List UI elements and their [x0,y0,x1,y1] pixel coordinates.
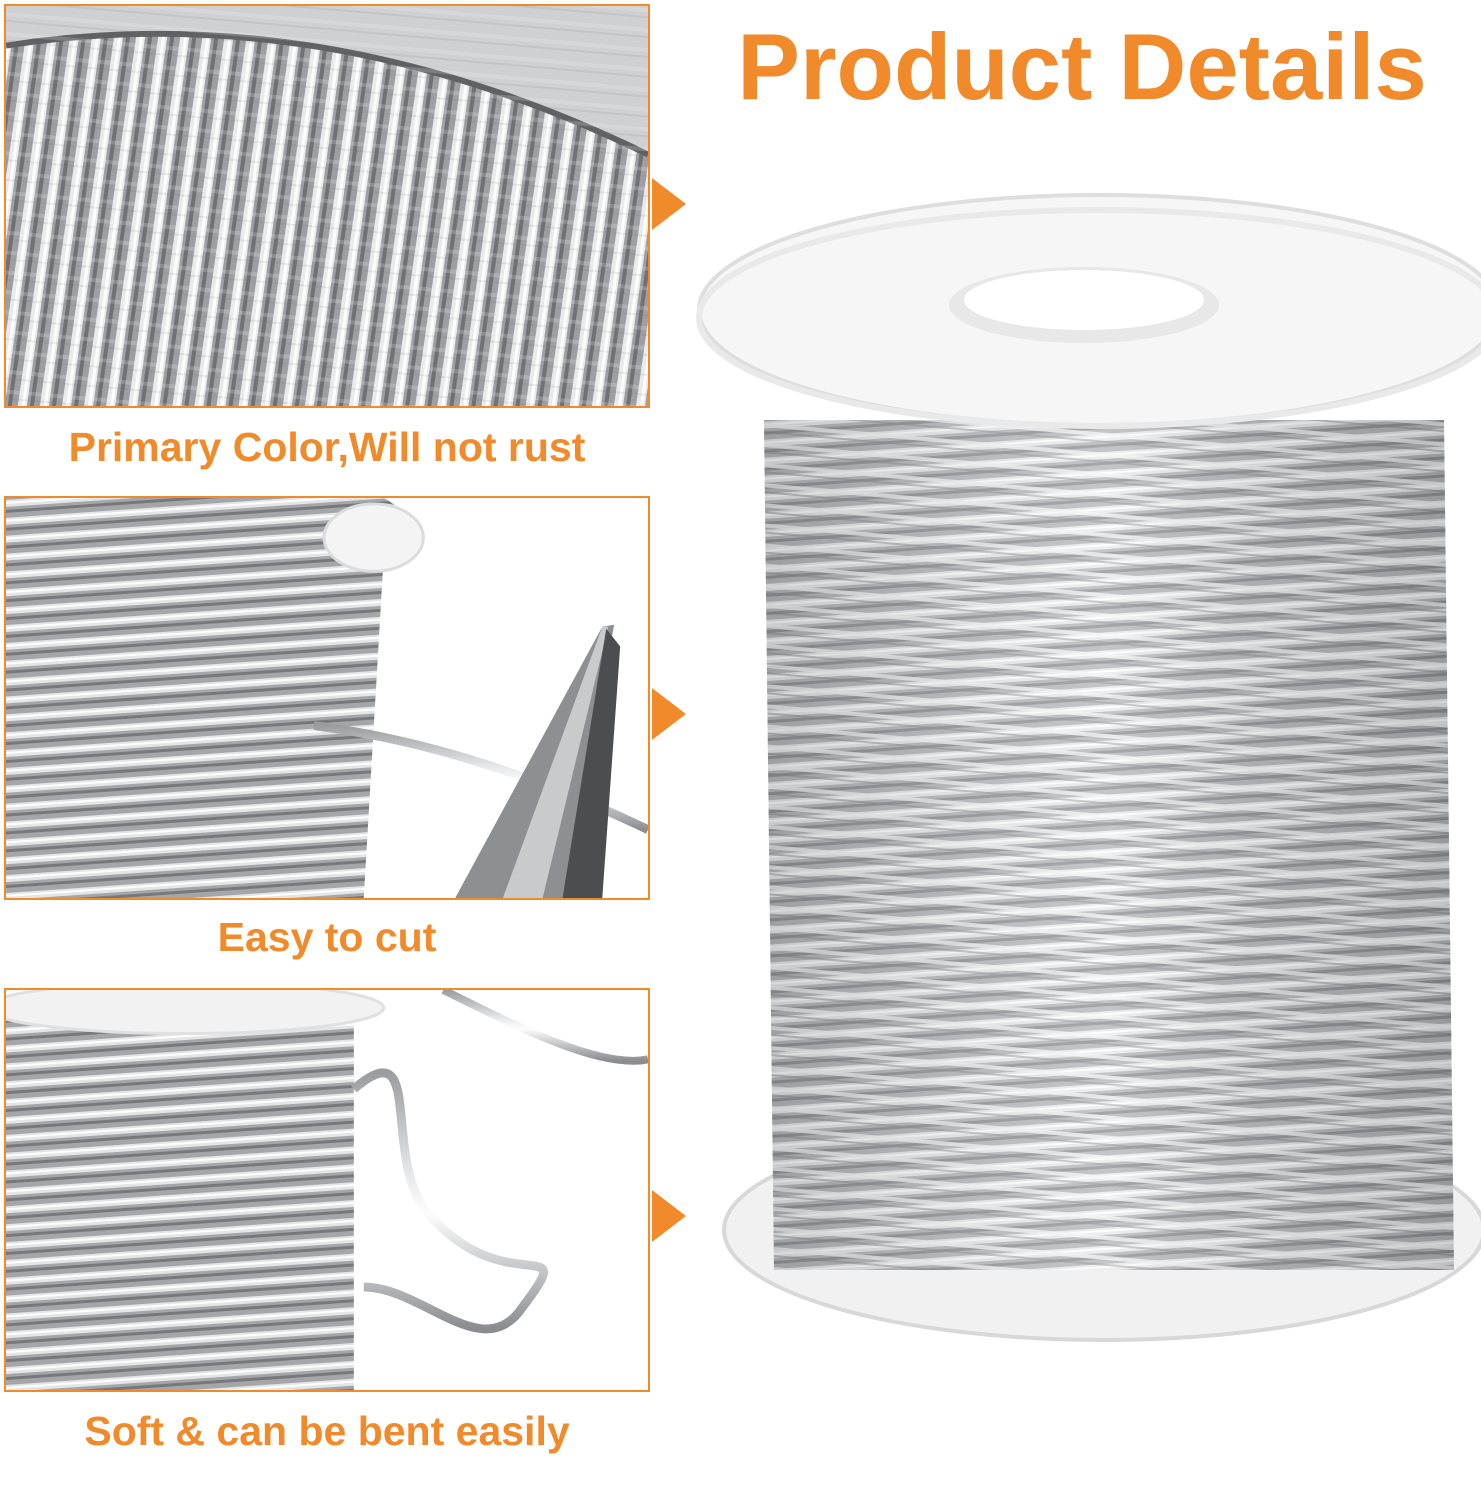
feature-caption-soft-bend: Soft & can be bent easily [84,1408,570,1454]
arrow-right-icon [652,1190,686,1242]
feature-image-coil-closeup [4,4,650,408]
feature-image-bent-wire [4,988,650,1392]
arrow-right-icon [652,178,686,230]
feature-caption-no-rust: Primary Color,Will not rust [68,424,586,470]
page-title: Product Details [737,14,1427,119]
main-wire-spool-image [696,193,1481,1342]
feature-caption-easy-cut: Easy to cut [217,914,437,960]
feature-image-pliers-cut [4,496,650,900]
arrow-right-icon [652,688,686,740]
